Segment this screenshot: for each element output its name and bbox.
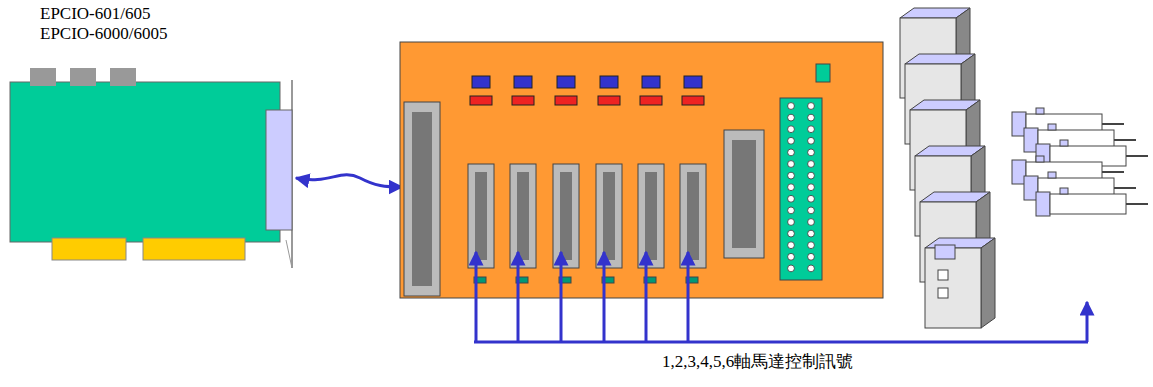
axis-connector [468,164,494,268]
signal-arrow [475,252,478,342]
terminal-board [400,42,883,298]
dip-switch [684,76,702,88]
dip-switch [557,76,575,88]
servo-motors [1012,108,1148,216]
axis-connector [596,164,622,268]
servo-drive [925,248,981,328]
dip-switch [514,76,532,88]
dip-switch [472,76,490,88]
servo-drives [900,8,995,328]
jumper-block [598,96,620,105]
jumper-block [512,96,534,105]
signal-arrow [560,252,563,342]
signal-arrow [603,252,606,342]
jumper-block [640,96,662,105]
axis-connector [510,164,536,268]
signal-label: 1,2,3,4,5,6軸馬達控制訊號 [660,350,855,373]
jumper-block [682,96,704,105]
axis-connector [638,164,664,268]
signal-arrow [687,252,690,342]
signal-arrows [474,252,1088,342]
signal-arrow [1086,302,1089,342]
pci-card [10,68,292,268]
model-name: EPCIO-6000/6005 [40,24,168,44]
jumper-block [470,96,492,105]
model-name: EPCIO-601/605 [40,4,168,24]
dip-switch [600,76,618,88]
servo-motor [1050,194,1126,214]
axis-connector [680,164,706,268]
signal-arrow [517,252,520,342]
card-label-block: EPCIO-601/605EPCIO-6000/6005 [40,4,168,45]
axis-connector [553,164,579,268]
cable-arrow [296,175,402,187]
jumper-block [555,96,577,105]
signal-arrow [645,252,648,342]
dip-switch [642,76,660,88]
